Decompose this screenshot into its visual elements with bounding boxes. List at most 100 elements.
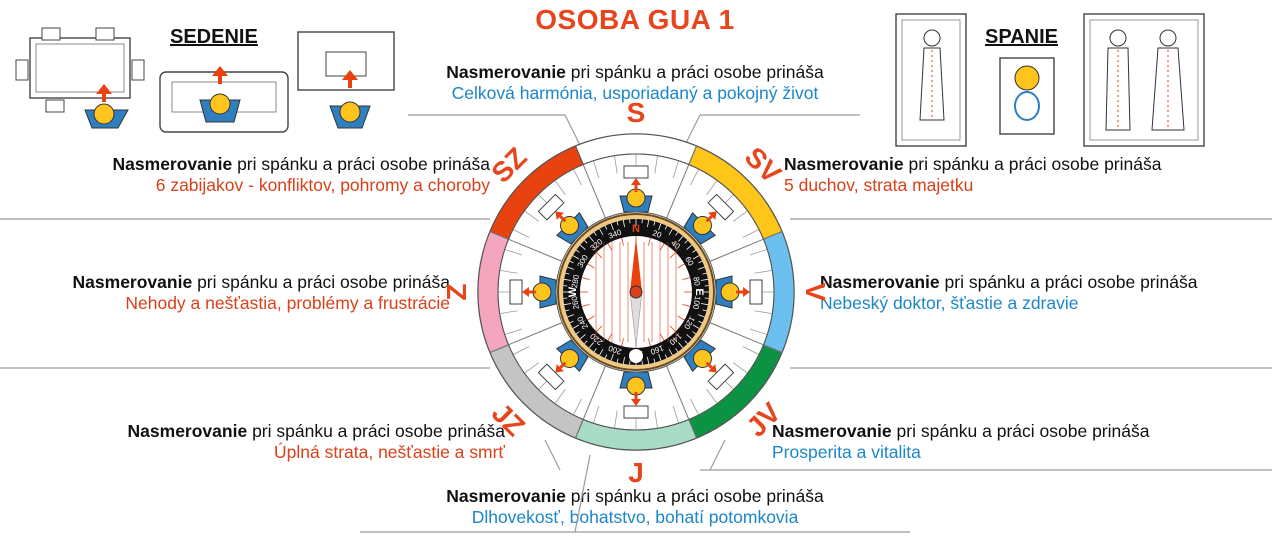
compass-inner-tick bbox=[677, 263, 685, 269]
compass-tick bbox=[697, 266, 705, 270]
compass-tick bbox=[604, 225, 608, 230]
compass-tick bbox=[569, 260, 574, 264]
compass-tick bbox=[678, 235, 684, 242]
compass-tick bbox=[686, 334, 693, 340]
compass-inner-tick bbox=[587, 263, 595, 269]
compass-tick bbox=[692, 249, 697, 253]
desc-V: Nasmerovanie pri spánku a práci osobe pr… bbox=[820, 272, 1198, 313]
ring-tick bbox=[750, 248, 768, 256]
ring-tick bbox=[504, 248, 522, 256]
compass-inner-tick bbox=[659, 243, 665, 251]
desc-Z: Nasmerovanie pri spánku a práci osobe pr… bbox=[72, 272, 450, 313]
compass-tick bbox=[610, 223, 614, 231]
compass-tick bbox=[584, 340, 588, 344]
compass-tick bbox=[692, 324, 700, 329]
direction-letter-S: S bbox=[627, 97, 646, 128]
compass-tick bbox=[565, 309, 570, 312]
ring-tick bbox=[572, 168, 582, 186]
ring-tick bbox=[572, 398, 582, 416]
compass-tick bbox=[616, 221, 619, 226]
compass-degree-label: 80 bbox=[691, 276, 702, 287]
direction-letter-V: V bbox=[800, 283, 831, 302]
compass-tick bbox=[675, 348, 679, 353]
desc-S: Nasmerovanie pri spánku a práci osobe pr… bbox=[446, 62, 824, 103]
compass-inner-tick bbox=[682, 304, 691, 307]
compass-inner-tick bbox=[669, 252, 676, 259]
compass-tick bbox=[599, 228, 604, 236]
compass-inner-tick bbox=[621, 338, 624, 347]
compass-degree-label: 20 bbox=[651, 228, 663, 240]
ring-divider bbox=[666, 145, 697, 219]
compass-tick bbox=[616, 358, 619, 363]
compass-tick bbox=[686, 244, 693, 250]
compass-inner-tick bbox=[596, 325, 603, 332]
guide-lines bbox=[0, 114, 1272, 533]
compass-degree-label: 260 bbox=[570, 295, 581, 310]
person-at-desk-S bbox=[619, 165, 653, 213]
compass-tick bbox=[567, 266, 575, 270]
ring-divider bbox=[666, 365, 697, 439]
ring-tick bbox=[706, 388, 718, 404]
compass-needle-north bbox=[630, 238, 642, 292]
section-title-sitting: SEDENIE bbox=[170, 26, 258, 48]
compass-tick bbox=[572, 255, 580, 260]
compass-inner-tick bbox=[621, 237, 624, 246]
ring-divider bbox=[709, 322, 783, 353]
compass-tick bbox=[588, 235, 594, 242]
person-at-desk-V bbox=[715, 275, 763, 309]
desc-J: Nasmerovanie pri spánku a práci osobe pr… bbox=[446, 486, 824, 527]
compass-cardinal-north_letter: N bbox=[632, 223, 640, 235]
person-at-desk-J bbox=[619, 371, 653, 419]
compass-tick bbox=[622, 356, 625, 364]
ring-tick bbox=[672, 406, 680, 424]
sitting-desk-2 bbox=[297, 31, 395, 129]
ring-tick bbox=[592, 406, 600, 424]
compass-tick bbox=[593, 348, 597, 353]
compass-tick bbox=[692, 331, 697, 335]
compass-tick bbox=[567, 314, 575, 318]
sitting-sofa bbox=[159, 66, 289, 133]
desc-SZ: Nasmerovanie pri spánku a práci osobe pr… bbox=[112, 154, 490, 195]
desc-SV: Nasmerovanie pri spánku a práci osobe pr… bbox=[784, 154, 1162, 195]
section-title-sleeping: SPANIE bbox=[985, 26, 1058, 48]
ring-tick bbox=[742, 346, 760, 356]
compass-tick bbox=[700, 278, 708, 281]
compass-tick bbox=[658, 223, 662, 231]
compass-tick bbox=[579, 334, 586, 340]
ring-tick bbox=[706, 180, 718, 196]
compass-inner-tick bbox=[682, 277, 691, 280]
compass-tick bbox=[647, 220, 650, 228]
ring-tick bbox=[654, 410, 658, 429]
ring-tick bbox=[690, 168, 700, 186]
person-at-desk-SZ bbox=[537, 193, 589, 245]
desc-JV: Nasmerovanie pri spánku a práci osobe pr… bbox=[772, 421, 1150, 462]
compass-tick bbox=[575, 249, 580, 253]
compass-tick bbox=[664, 354, 668, 359]
compass-inner-tick bbox=[581, 277, 590, 280]
compass-tick bbox=[653, 221, 656, 226]
ring-tick bbox=[499, 310, 518, 314]
ring-tick bbox=[592, 160, 600, 178]
ring-tick bbox=[732, 210, 748, 222]
ring-tick bbox=[754, 310, 773, 314]
ring-tick bbox=[524, 210, 540, 222]
compass-inner-tick bbox=[587, 315, 595, 321]
compass-tick bbox=[697, 314, 705, 318]
person-at-desk-JV bbox=[683, 339, 735, 391]
page-title: OSOBA GUA 1 bbox=[535, 4, 735, 35]
compass-inner-tick bbox=[581, 304, 590, 307]
compass-tick bbox=[702, 309, 707, 312]
compass-inner-tick bbox=[607, 243, 613, 251]
compass-tick bbox=[588, 342, 594, 349]
ring-tick bbox=[742, 228, 760, 238]
compass-tick bbox=[564, 278, 572, 281]
person-at-desk-SV bbox=[683, 193, 735, 245]
compass-tick bbox=[575, 331, 580, 335]
ring-tick bbox=[614, 155, 618, 174]
compass-tick bbox=[698, 320, 703, 324]
bed-child bbox=[999, 57, 1055, 135]
ring-tick bbox=[554, 388, 566, 404]
person-at-desk-Z bbox=[509, 275, 557, 309]
ring-tick bbox=[654, 155, 658, 174]
compass-tick bbox=[668, 228, 673, 236]
